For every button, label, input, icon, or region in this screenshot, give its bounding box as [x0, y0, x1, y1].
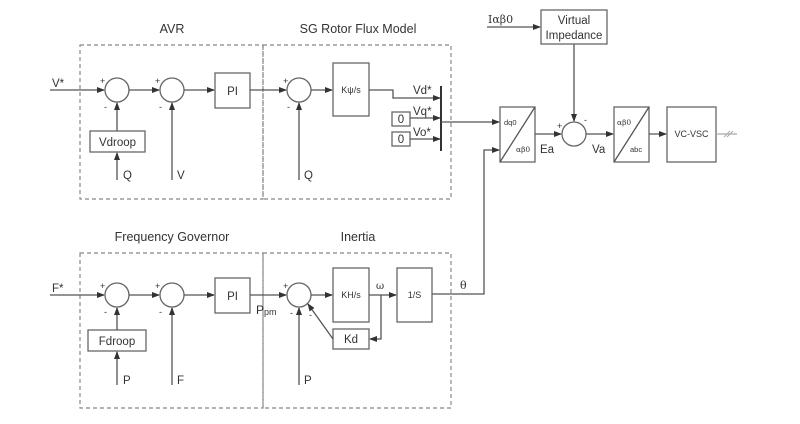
line-omega-kd [369, 295, 382, 342]
kh-inertia-block [332, 267, 370, 323]
sign-plus: + [283, 281, 288, 291]
line-kd-summer [307, 303, 334, 340]
f-ref-label: F* [52, 283, 64, 295]
zero-const-vo-label: 0 [398, 134, 404, 146]
vd-label: Vd* [413, 85, 432, 97]
line-vd [369, 89, 441, 101]
omega-label: ω [376, 281, 384, 292]
integrator-label: 1/S [408, 290, 422, 300]
i-ab0-label: Iαβ0 [488, 13, 513, 26]
section-title-flux-model: SG Rotor Flux Model [300, 22, 417, 36]
inertia-group-box [262, 252, 452, 409]
pi-label-frequency: PI [227, 291, 238, 303]
summer-voltage-feedback [159, 77, 185, 103]
vq-label: Vq* [413, 106, 432, 118]
summer-power-balance [286, 282, 312, 308]
sign-minus: - [104, 102, 107, 112]
section-title-avr: AVR [160, 22, 185, 36]
zero-const-vq [391, 111, 411, 127]
governor-group-box [79, 252, 264, 409]
flux-model-group-box [262, 44, 452, 200]
summer-reactive-power [286, 77, 312, 103]
sign-minus: - [290, 308, 293, 318]
section-title-frequency-governor: Frequency Governor [115, 230, 230, 244]
sign-plus: + [283, 76, 288, 86]
line-theta [432, 147, 500, 295]
sign-plus: + [100, 281, 105, 291]
three-phase-slash [726, 130, 734, 138]
ab0-label: αβ0 [516, 145, 530, 154]
transform-diagonal [613, 106, 650, 163]
vdroop-label: Vdroop [99, 137, 136, 149]
kpsi-integrator-block [332, 62, 370, 117]
q-input-label-2: Q [304, 170, 313, 182]
zero-const-vq-label: 0 [398, 114, 404, 126]
p-input-label-2: P [304, 375, 312, 387]
section-title-inertia: Inertia [341, 230, 376, 244]
pi-block-frequency [214, 277, 251, 314]
sign-minus: - [287, 102, 290, 112]
virtual-impedance-label-1: Virtual [558, 15, 590, 27]
fdroop-label: Fdroop [99, 336, 135, 348]
sign-minus: - [309, 310, 312, 320]
summer-frequency-feedback [159, 282, 185, 308]
sign-minus: - [584, 115, 587, 125]
pi-label-voltage: PI [227, 86, 238, 98]
p-input-label-1: P [123, 375, 131, 387]
v-input-label: V [177, 170, 185, 182]
q-input-label-1: Q [123, 170, 132, 182]
vo-label: Vo* [413, 127, 431, 139]
sign-minus: - [159, 307, 162, 317]
integrator-block [396, 267, 433, 323]
f-input-label: F [177, 375, 184, 387]
sign-minus: - [159, 102, 162, 112]
summer-virtual-impedance [561, 121, 587, 147]
sign-plus: + [557, 121, 562, 131]
ab0-in-label: αβ0 [617, 118, 631, 127]
ppm-label: Ppm [256, 303, 277, 317]
avr-group-box [79, 44, 264, 200]
kh-label: KH/s [341, 290, 361, 300]
sign-minus: - [104, 307, 107, 317]
transform-diagonal [499, 106, 536, 163]
three-phase-slash [723, 130, 731, 138]
ea-label: Ea [540, 144, 555, 156]
kpsi-label: Kψ/s [341, 85, 361, 95]
kd-label: Kd [344, 334, 358, 346]
v-ref-label: V* [52, 78, 65, 90]
sign-plus: + [155, 281, 160, 291]
theta-label: θ [460, 279, 467, 292]
summer-frequency-droop [104, 282, 130, 308]
dq0-label: dq0 [504, 118, 517, 127]
va-label: Va [592, 144, 606, 156]
vc-vsc-block [666, 106, 717, 163]
sign-plus: + [100, 76, 105, 86]
summer-voltage-droop [104, 77, 130, 103]
vc-vsc-label: VC-VSC [674, 129, 709, 139]
abc-label: abc [630, 145, 642, 154]
sign-plus: + [155, 76, 160, 86]
virtual-impedance-block [540, 9, 608, 45]
virtual-impedance-label-2: Impedance [546, 30, 603, 42]
